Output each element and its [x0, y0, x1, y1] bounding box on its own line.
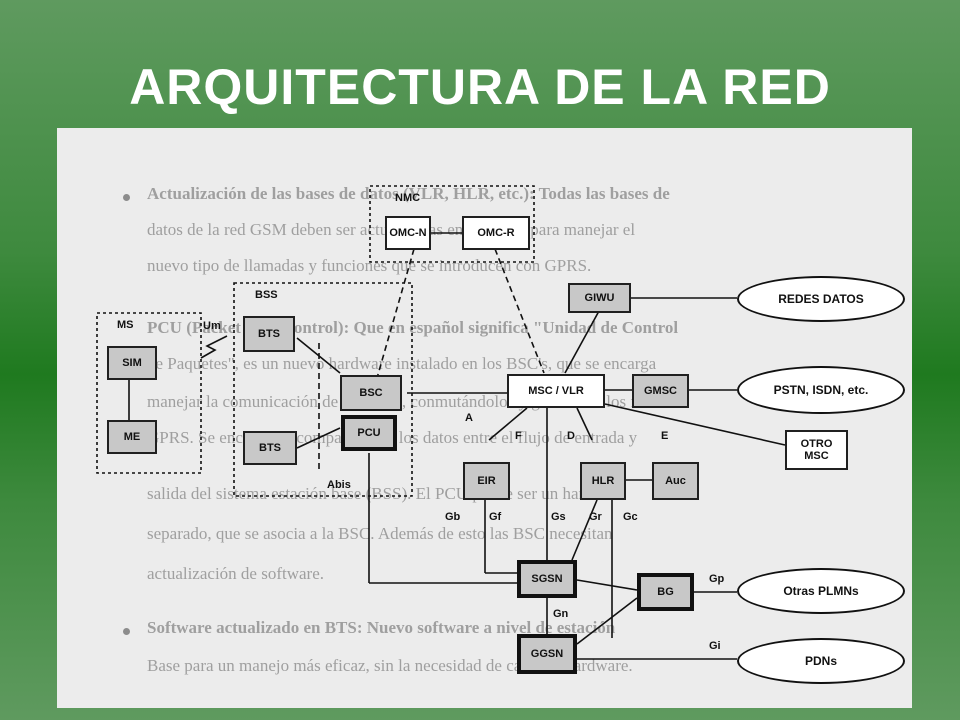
interface-gc-label: Gc [623, 511, 638, 523]
bts-bottom-node: BTS [243, 431, 297, 465]
background-text-line: Base para un manejo más eficaz, sin la n… [147, 656, 633, 675]
interface-gr-label: Gr [589, 511, 602, 523]
pcu-node: PCU [341, 415, 397, 451]
omc-n-node: OMC-N [385, 216, 431, 250]
interface-gn-label: Gn [553, 608, 569, 620]
interface-f-label: F [515, 430, 522, 442]
interface-um-label: Um [203, 320, 221, 332]
interface-a-label: A [465, 412, 473, 424]
gmsc-node: GMSC [632, 374, 689, 408]
slide-title: ARQUITECTURA DE LA RED [129, 59, 831, 115]
interface-gb-label: Gb [445, 511, 461, 523]
interface-gp-label: Gp [709, 573, 725, 585]
pdns-network: PDNs [737, 638, 905, 684]
background-text-line: nuevo tipo de llamadas y funciones que s… [147, 256, 592, 275]
bg-node: BG [637, 573, 694, 611]
background-text-line: Software actualizado en BTS: Nuevo softw… [147, 618, 616, 637]
me-node: ME [107, 420, 157, 454]
omc-r-node: OMC-R [462, 216, 530, 250]
background-text-line: Actualización de las bases de datos (VLR… [147, 184, 670, 203]
background-text-line: separado, que se asocia a la BSC. Además… [147, 524, 613, 543]
ms-group-label: MS [117, 319, 134, 331]
otras-plmns-network: Otras PLMNs [737, 568, 905, 614]
bullet [123, 628, 130, 635]
interface-d-label: D [567, 430, 575, 442]
giwu-node: GIWU [568, 283, 631, 313]
interface-abis-label: Abis [327, 479, 351, 491]
bts-top-node: BTS [243, 316, 295, 352]
bss-group-label: BSS [255, 289, 278, 301]
auc-node: Auc [652, 462, 699, 500]
scanned-document: Actualización de las bases de datos (VLR… [57, 128, 912, 708]
interface-gf-label: Gf [489, 511, 502, 523]
pstn-isdn-network: PSTN, ISDN, etc. [737, 366, 905, 414]
hlr-node: HLR [580, 462, 626, 500]
background-text-line: de Paquetes", es un nuevo hardware insta… [147, 354, 657, 373]
bss-group-border [233, 282, 413, 497]
bullet [123, 194, 130, 201]
ggsn-node: GGSN [517, 634, 577, 674]
interface-gi-label: Gi [709, 640, 721, 652]
otro-msc-node: OTRO MSC [785, 430, 848, 470]
interface-e-label: E [661, 430, 669, 442]
diagram-connections [96, 185, 786, 660]
redes-datos-network: REDES DATOS [737, 276, 905, 322]
background-text-line: actualización de software. [147, 564, 324, 583]
sgsn-node: SGSN [517, 560, 577, 598]
nmc-group-label: NMC [395, 192, 421, 204]
msc-vlr-node: MSC / VLR [507, 374, 605, 408]
eir-node: EIR [463, 462, 510, 500]
interface-gs-label: Gs [551, 511, 566, 523]
bsc-node: BSC [340, 375, 402, 411]
sim-node: SIM [107, 346, 157, 380]
